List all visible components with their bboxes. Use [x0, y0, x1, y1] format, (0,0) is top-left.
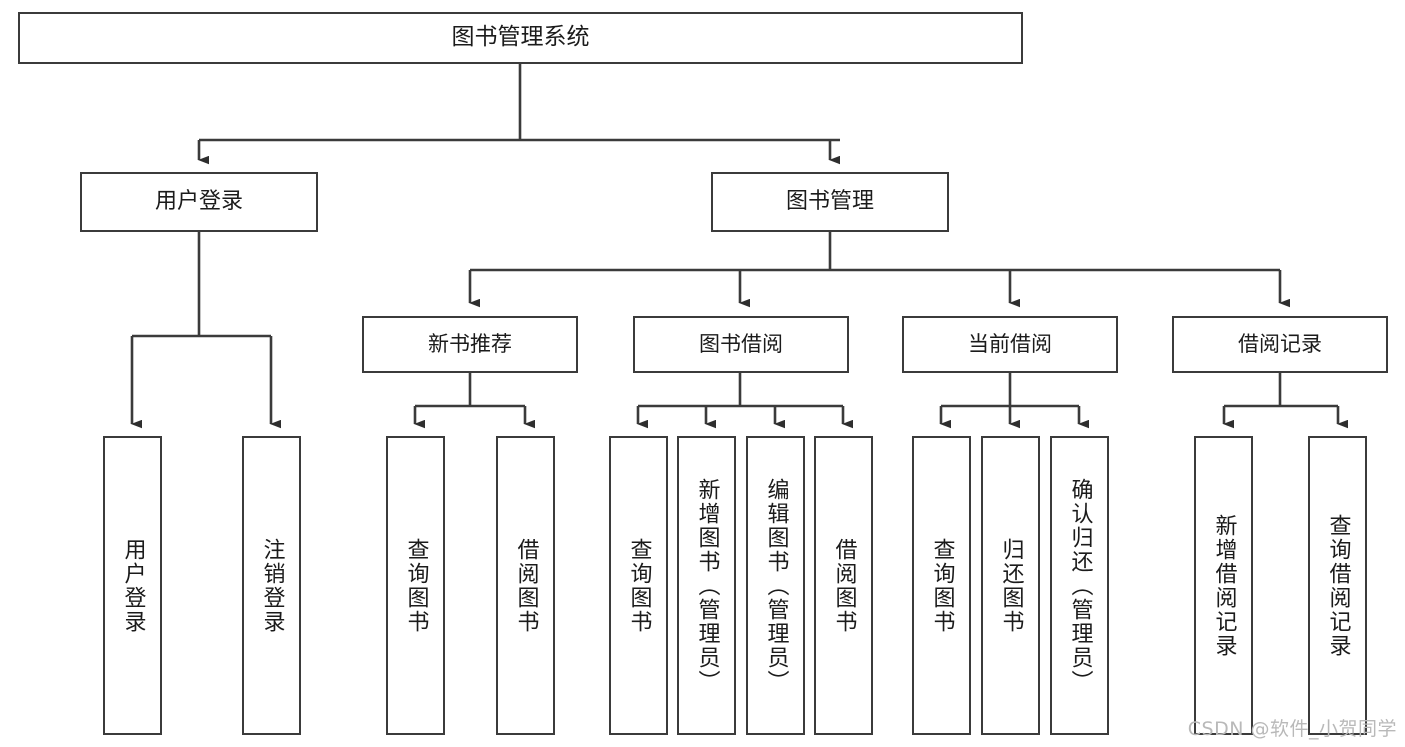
node-label: 用户登录 — [154, 189, 243, 215]
node-label: 新书推荐 — [428, 332, 512, 357]
leaf-query-borrow-record[interactable]: 查询借阅记录 — [1308, 436, 1367, 735]
leaf-borrow-book-borrow[interactable]: 借阅图书 — [814, 436, 873, 735]
watermark-text: CSDN @软件_小贺同学 — [1187, 718, 1397, 740]
node-user-login[interactable]: 用户登录 — [80, 172, 318, 232]
node-label: 确认归还（管理员） — [1067, 477, 1093, 694]
leaf-add-borrow-record[interactable]: 新增借阅记录 — [1194, 436, 1253, 735]
node-label: 借阅记录 — [1238, 332, 1322, 357]
node-label: 查询图书 — [929, 537, 955, 634]
leaf-query-book-current[interactable]: 查询图书 — [912, 436, 971, 735]
node-book-management[interactable]: 图书管理 — [711, 172, 949, 232]
node-root-book-management-system[interactable]: 图书管理系统 — [18, 12, 1023, 64]
leaf-user-login[interactable]: 用户登录 — [103, 436, 162, 735]
node-label: 编辑图书（管理员） — [763, 477, 789, 694]
leaf-add-book-admin[interactable]: 新增图书（管理员） — [677, 436, 736, 735]
node-label: 查询图书 — [403, 537, 429, 634]
node-label: 图书借阅 — [699, 332, 783, 357]
leaf-query-book-recommend[interactable]: 查询图书 — [386, 436, 445, 735]
node-label: 注销登录 — [259, 537, 285, 634]
node-label: 借阅图书 — [831, 537, 857, 634]
leaf-return-book[interactable]: 归还图书 — [981, 436, 1040, 735]
node-label: 查询图书 — [626, 537, 652, 634]
leaf-edit-book-admin[interactable]: 编辑图书（管理员） — [746, 436, 805, 735]
leaf-query-book-borrow[interactable]: 查询图书 — [609, 436, 668, 735]
node-label: 新增借阅记录 — [1211, 513, 1237, 658]
node-borrow-record[interactable]: 借阅记录 — [1172, 316, 1388, 373]
node-new-book-recommend[interactable]: 新书推荐 — [362, 316, 578, 373]
node-book-borrow[interactable]: 图书借阅 — [633, 316, 849, 373]
leaf-confirm-return-admin[interactable]: 确认归还（管理员） — [1050, 436, 1109, 735]
node-label: 归还图书 — [998, 537, 1024, 634]
node-label: 用户登录 — [120, 537, 146, 634]
node-label: 图书管理系统 — [451, 24, 590, 51]
node-label: 当前借阅 — [968, 332, 1052, 357]
node-label: 借阅图书 — [513, 537, 539, 634]
node-current-borrow[interactable]: 当前借阅 — [902, 316, 1118, 373]
node-label: 查询借阅记录 — [1325, 513, 1351, 658]
node-label: 图书管理 — [785, 189, 874, 215]
node-label: 新增图书（管理员） — [694, 477, 720, 694]
leaf-logout-login[interactable]: 注销登录 — [242, 436, 301, 735]
leaf-borrow-book-recommend[interactable]: 借阅图书 — [496, 436, 555, 735]
